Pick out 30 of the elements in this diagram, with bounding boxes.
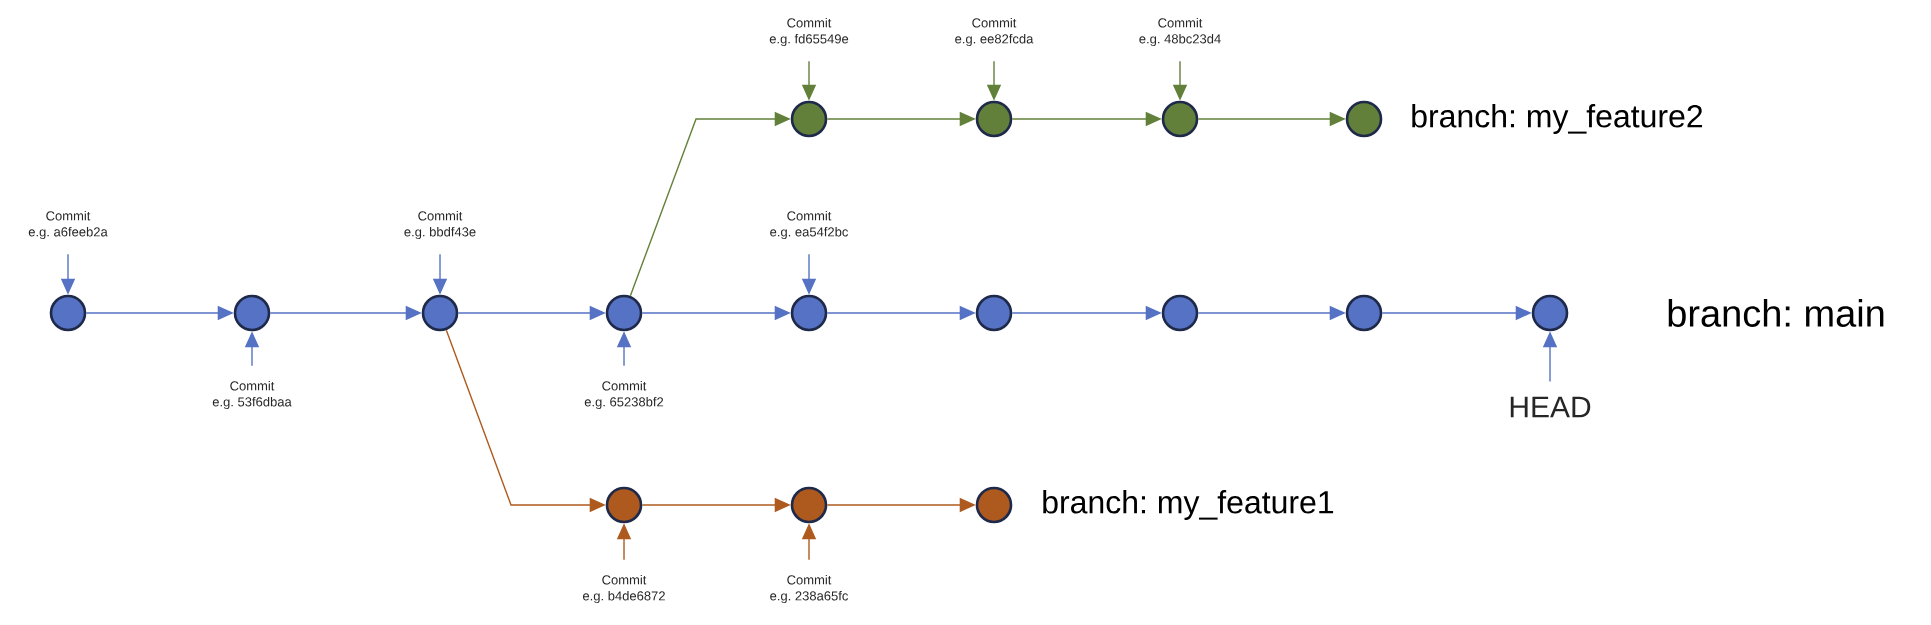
commit-circle [1345,100,1383,138]
commit-circle [605,294,643,332]
commit-circle [421,294,459,332]
commit-circle [790,486,828,524]
commit-circle [1161,294,1199,332]
commit-label: Commit e.g. fd65549e [769,17,849,47]
branch-label: branch: my_feature1 [1043,490,1334,520]
commit-circle [49,294,87,332]
commit-label: Commit e.g. bbdf43e [404,210,476,240]
commit-label: Commit e.g. 238a65fc [770,574,849,604]
commit-circle [975,486,1013,524]
commit-circle [233,294,271,332]
commit-label: Commit e.g. 65238bf2 [584,380,664,410]
pointer-label: HEAD [1510,396,1591,418]
commit-label: Commit e.g. 53f6dbaa [212,380,292,410]
commit-circle [605,486,643,524]
commit-circle [1161,100,1199,138]
commit-circle [790,100,828,138]
branch-label: branch: my_feature2 [1412,104,1703,134]
commit-label: Commit e.g. a6feeb2a [28,210,108,240]
commit-label: Commit e.g. 48bc23d4 [1139,17,1221,47]
commit-label: Commit e.g. ee82fcda [955,17,1034,47]
commit-label: Commit e.g. ea54f2bc [770,210,849,240]
commit-circle [1531,294,1569,332]
commit-circle [790,294,828,332]
branch-label: branch: main [1668,299,1884,327]
commit-circle [1345,294,1383,332]
commit-label: Commit e.g. b4de6872 [583,574,665,604]
commit-circle [975,100,1013,138]
commit-circle [975,294,1013,332]
